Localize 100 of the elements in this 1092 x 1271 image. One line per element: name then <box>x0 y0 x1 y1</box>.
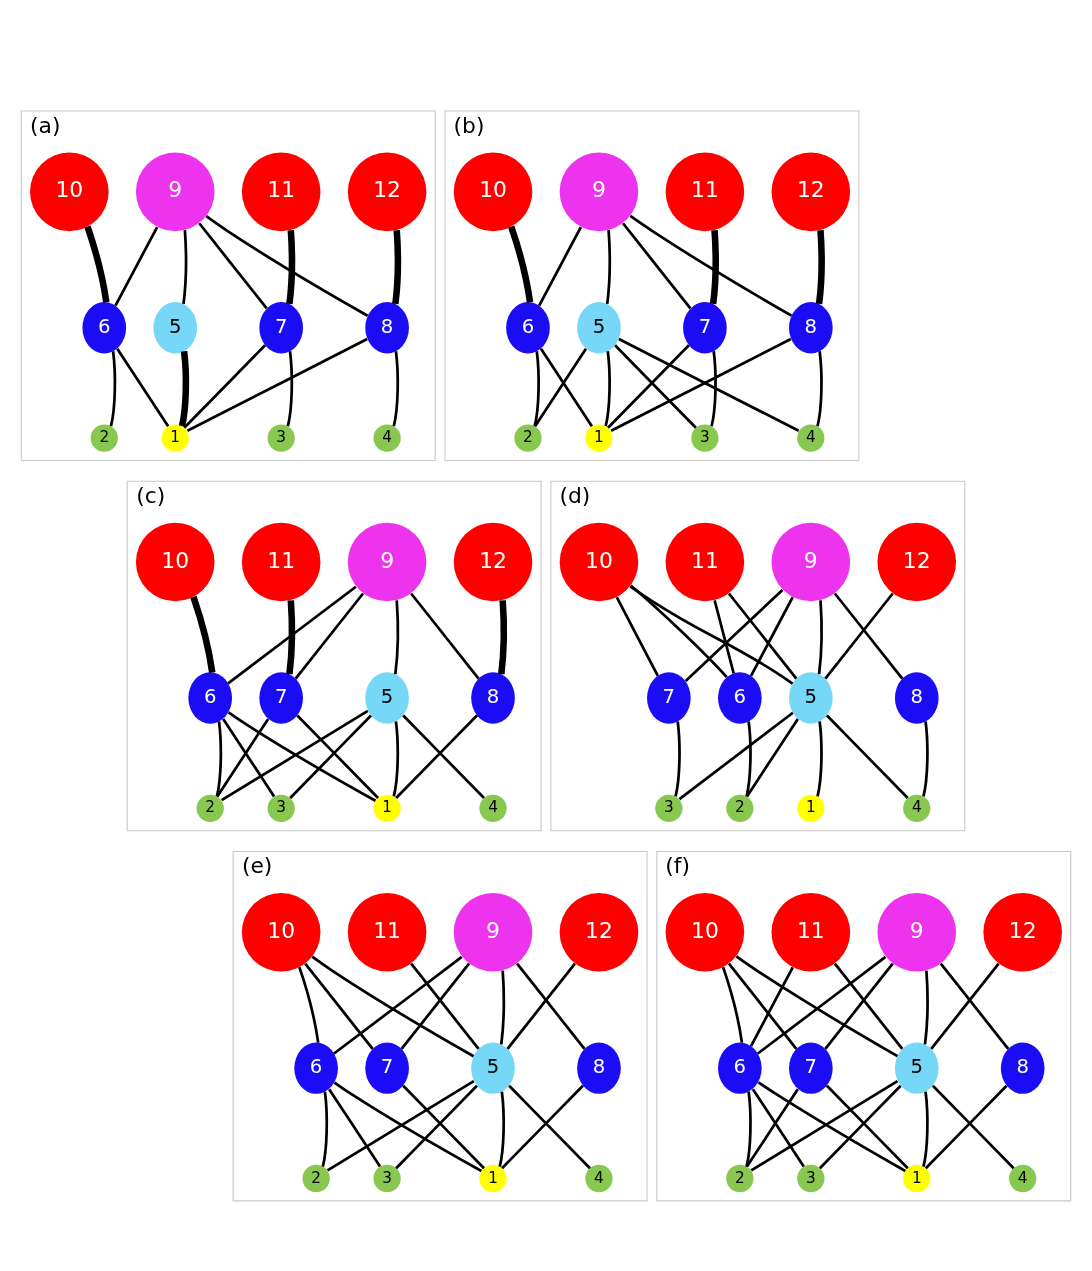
node-ellipse: 6 <box>718 1042 762 1094</box>
connector <box>757 955 887 1055</box>
connector <box>749 596 794 676</box>
connector <box>629 584 794 685</box>
connector <box>296 714 380 799</box>
node-circle: 1 <box>903 1164 931 1192</box>
connector <box>400 962 471 1050</box>
connector <box>498 599 507 674</box>
connector <box>410 962 480 1050</box>
connector <box>684 588 784 682</box>
connector <box>537 225 583 306</box>
connector <box>713 599 735 674</box>
connector <box>539 347 593 427</box>
node-ellipse: 7 <box>365 1042 409 1094</box>
connector <box>222 717 276 797</box>
node-circle: 10 <box>135 522 215 601</box>
connector <box>825 714 909 799</box>
connector <box>922 720 929 797</box>
connector <box>818 1084 902 1169</box>
node-circle: 9 <box>877 892 957 972</box>
connector <box>923 970 929 1044</box>
node-ellipse: 6 <box>188 671 233 724</box>
connector <box>735 954 899 1057</box>
connector <box>501 1084 584 1169</box>
connector <box>182 229 188 304</box>
connector <box>508 1084 591 1169</box>
connector <box>311 955 475 1057</box>
node-circle: 4 <box>585 1164 613 1192</box>
connector <box>745 1091 752 1167</box>
node-circle: 12 <box>453 522 533 601</box>
node-circle: 9 <box>347 522 427 601</box>
node-circle: 4 <box>797 423 825 452</box>
connector <box>178 350 190 427</box>
node-ellipse: 7 <box>259 671 303 724</box>
connector <box>190 595 216 673</box>
connector <box>930 962 1000 1050</box>
node-circle: 9 <box>453 892 533 972</box>
node-circle: 11 <box>241 152 321 231</box>
connector <box>710 350 717 426</box>
node-ellipse: 8 <box>894 671 939 724</box>
connector <box>709 229 719 304</box>
node-circle: 12 <box>771 152 851 231</box>
connector <box>289 714 372 799</box>
connector <box>533 350 540 426</box>
connector <box>815 229 825 304</box>
node-circle: 10 <box>241 892 321 972</box>
node-ellipse: 7 <box>789 1042 833 1094</box>
connector <box>321 1091 329 1167</box>
connector <box>629 214 793 317</box>
node-circle: 1 <box>161 423 189 452</box>
node-circle: 1 <box>797 794 825 822</box>
connector <box>392 350 400 426</box>
connector <box>939 962 1010 1050</box>
node-circle: 3 <box>373 1164 401 1192</box>
node-ellipse: 5 <box>365 671 409 724</box>
node-ellipse: 5 <box>153 301 198 353</box>
node-circle: 11 <box>665 152 745 231</box>
connector <box>116 347 170 427</box>
connector <box>395 714 478 799</box>
connector <box>410 592 480 679</box>
connector <box>931 1084 1015 1169</box>
node-circle: 4 <box>373 423 401 452</box>
connector <box>215 720 223 797</box>
connector <box>745 720 752 797</box>
node-circle: 12 <box>559 892 639 972</box>
node-ellipse: 5 <box>894 1042 939 1094</box>
connector <box>286 599 296 674</box>
node-ellipse: 6 <box>718 671 762 724</box>
connector <box>745 717 799 797</box>
node-circle: 10 <box>559 522 639 601</box>
connector <box>751 1087 805 1167</box>
connector <box>109 350 117 426</box>
connector <box>924 1084 1008 1169</box>
connector <box>286 350 294 426</box>
connector <box>402 714 485 799</box>
node-ellipse: 5 <box>471 1042 515 1094</box>
node-circle: 10 <box>665 892 745 972</box>
connector <box>629 583 728 678</box>
connector <box>394 599 400 674</box>
node-circle: 2 <box>514 423 542 452</box>
node-circle: 4 <box>479 794 507 822</box>
connector <box>607 343 690 429</box>
connector <box>516 962 586 1050</box>
connector <box>678 711 794 800</box>
connector <box>328 1087 382 1167</box>
node-circle: 3 <box>655 794 683 822</box>
node-circle: 2 <box>196 794 224 822</box>
connector <box>721 966 744 1043</box>
node-circle: 9 <box>559 152 639 231</box>
connector <box>186 337 368 432</box>
node-ellipse: 8 <box>789 301 833 353</box>
connector <box>216 717 270 797</box>
connector <box>824 592 894 679</box>
connector <box>304 962 374 1050</box>
node-circle: 3 <box>267 794 295 822</box>
node-ellipse: 6 <box>82 301 127 353</box>
node-circle: 3 <box>267 423 295 452</box>
node-circle: 2 <box>726 1164 754 1192</box>
connector <box>727 592 798 679</box>
node-circle: 11 <box>665 522 745 601</box>
